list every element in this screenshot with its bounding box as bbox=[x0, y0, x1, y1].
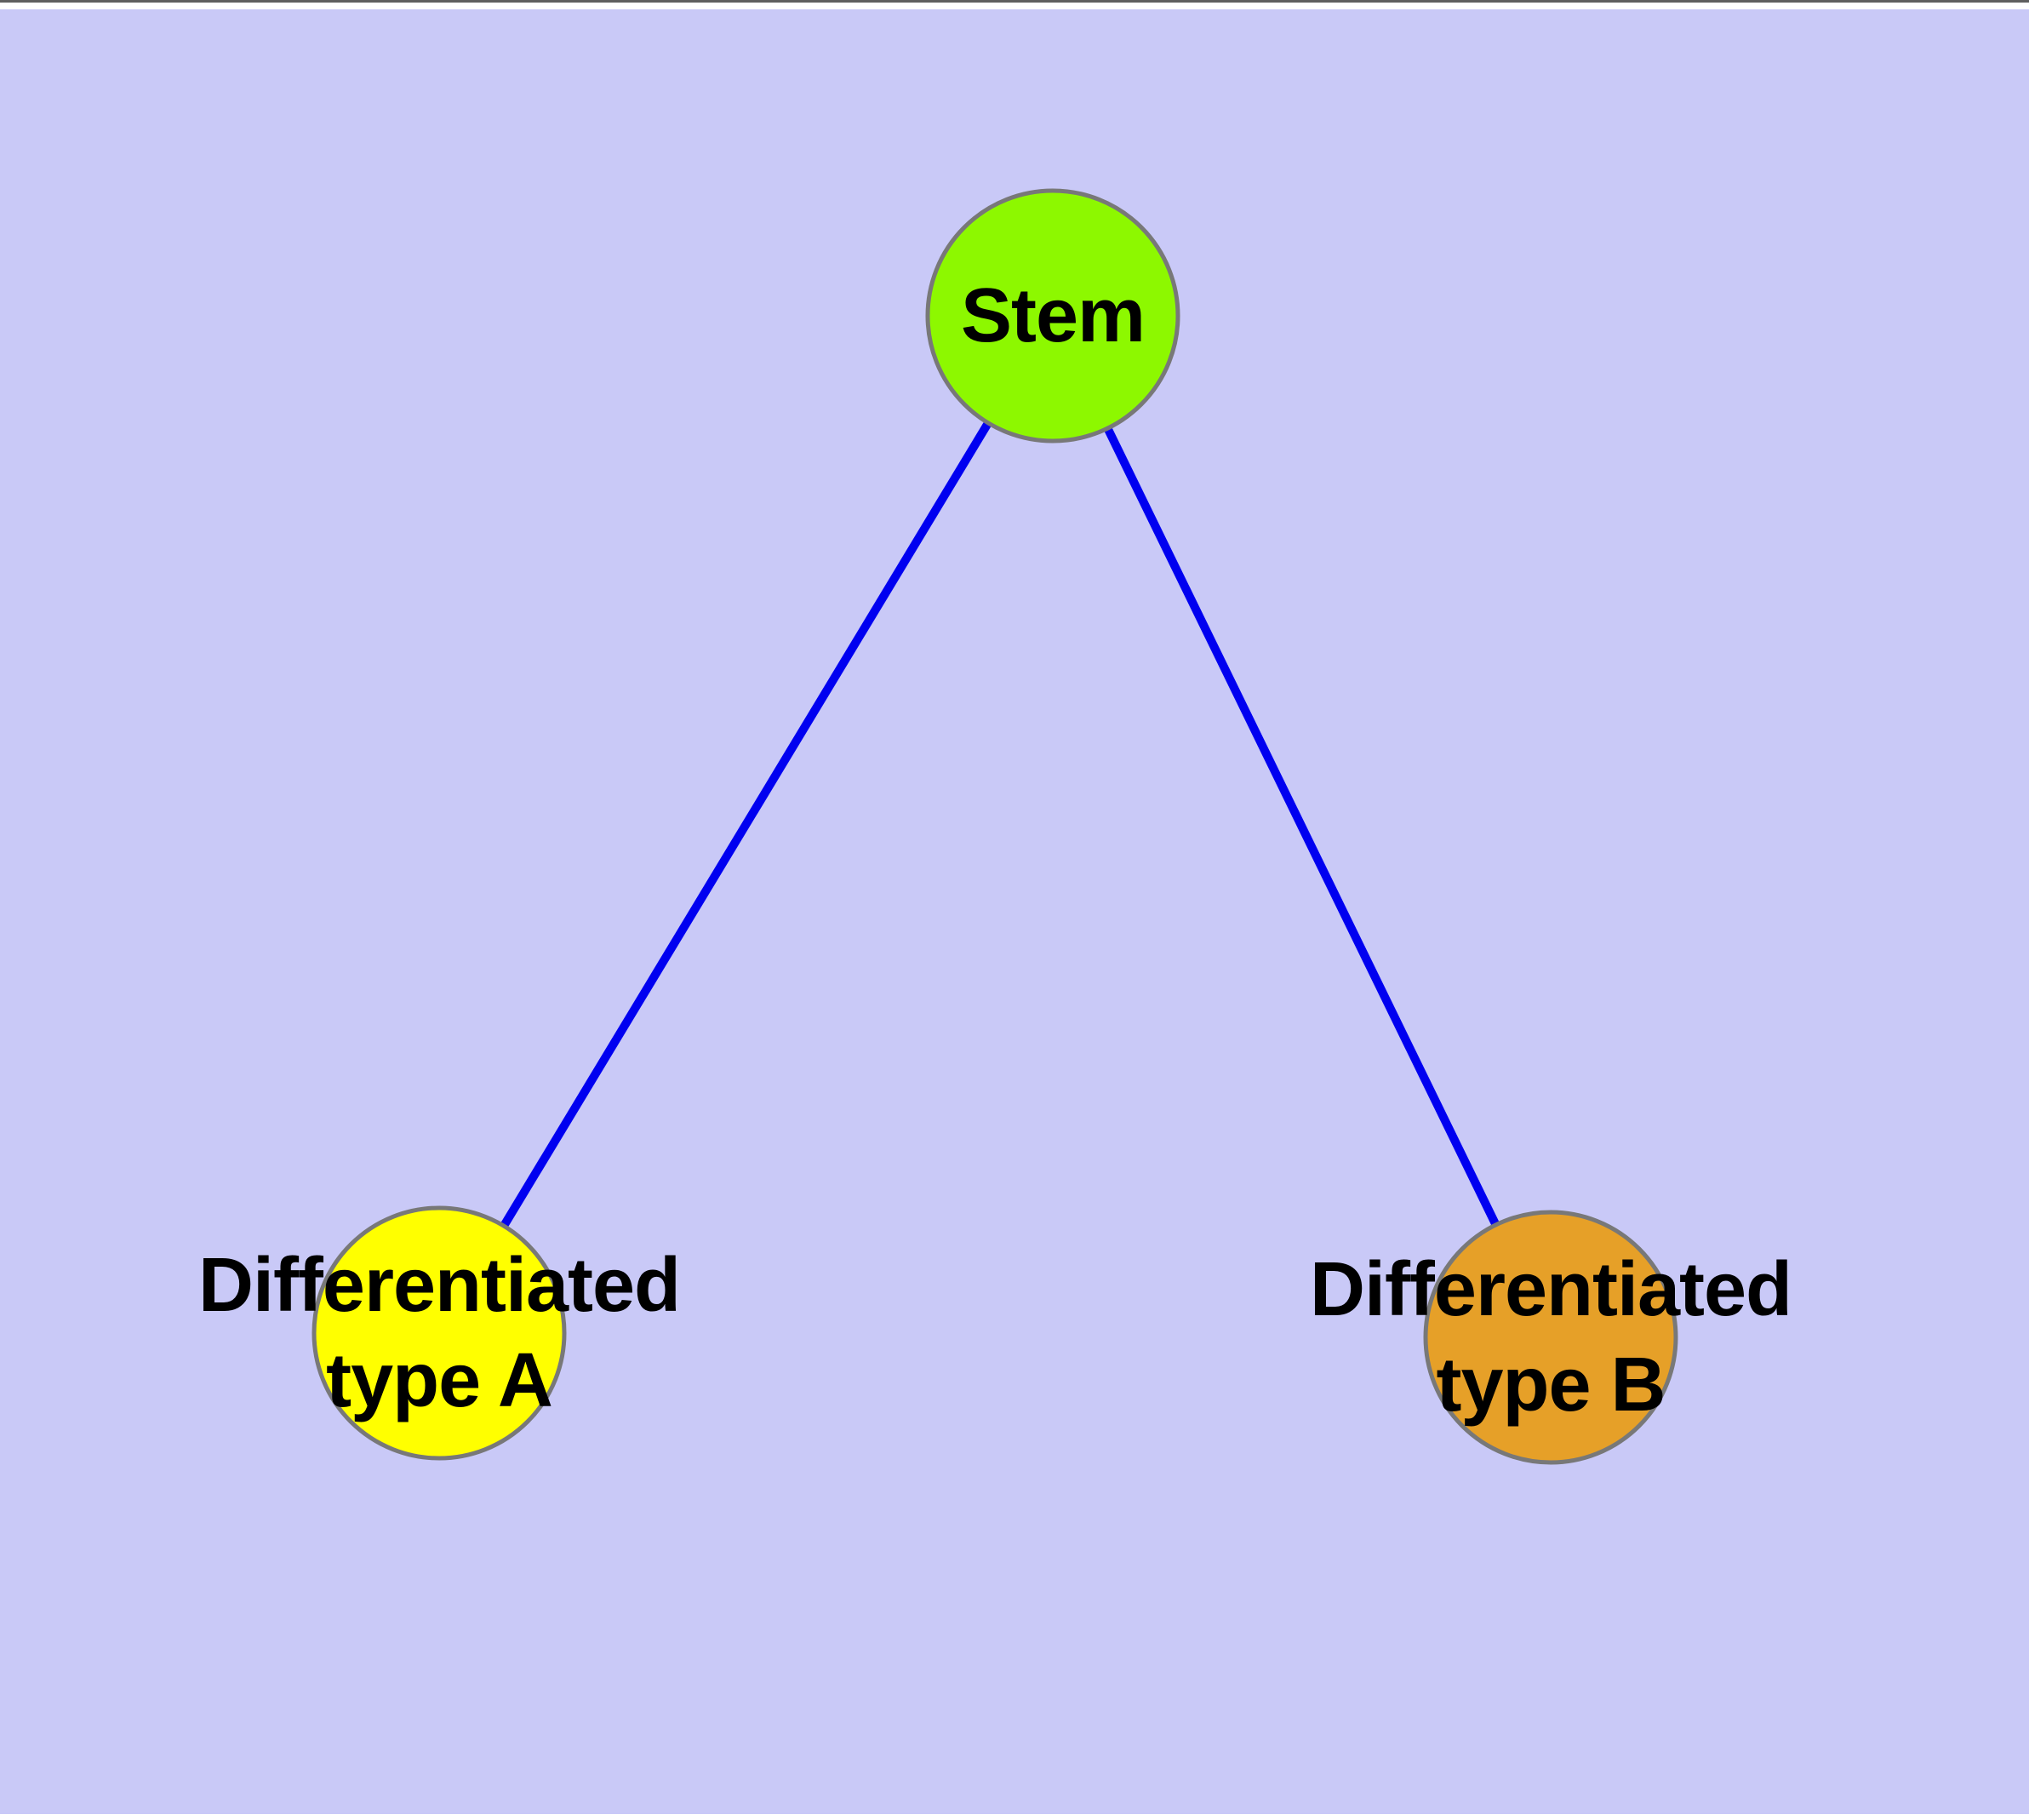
node-stem-circle bbox=[925, 188, 1180, 444]
edge-stem-to-type-a bbox=[435, 313, 1057, 1336]
node-type-b-circle bbox=[1423, 1210, 1678, 1465]
window-bottom-strip bbox=[0, 1814, 2029, 1820]
window-top-edge-line bbox=[0, 0, 2029, 3]
node-type-a-circle bbox=[311, 1205, 567, 1461]
edge-stem-to-type-b bbox=[1049, 313, 1555, 1340]
window-top-strip bbox=[0, 3, 2029, 9]
